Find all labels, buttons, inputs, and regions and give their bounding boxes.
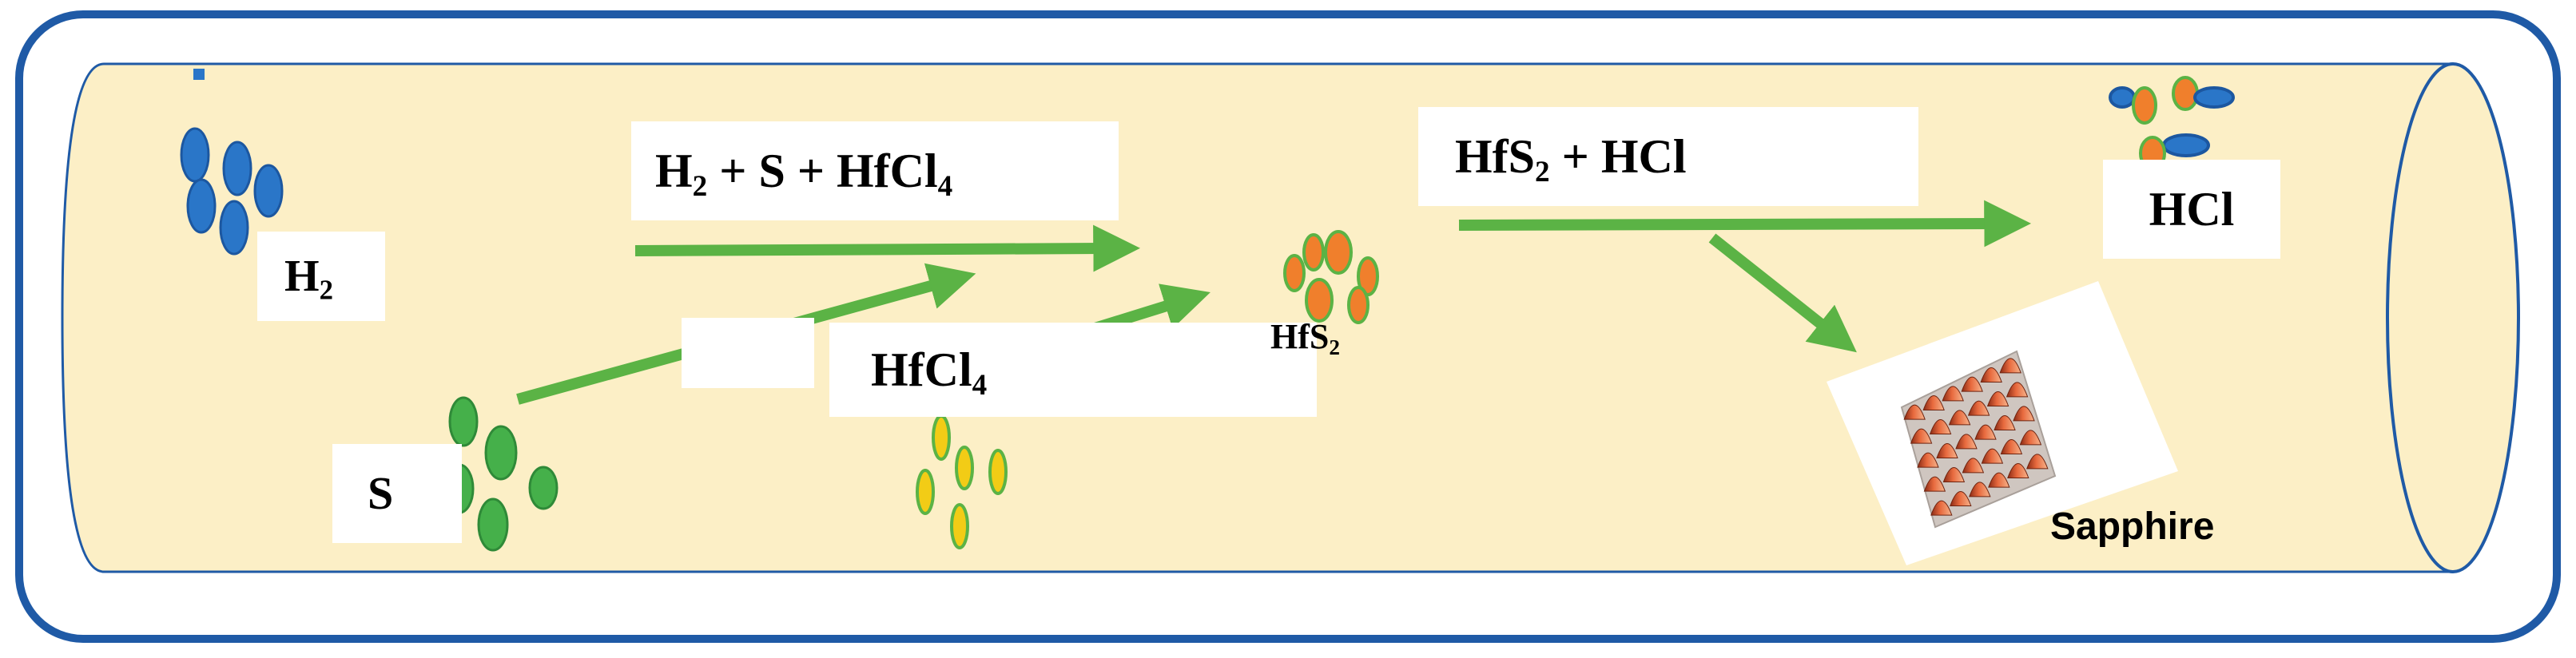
nanocone	[1923, 476, 1946, 492]
arrow-to-hcl	[1458, 200, 2032, 248]
nanocone	[1969, 482, 1991, 497]
hfs2-molecules	[1283, 230, 1379, 324]
blank-label-box	[682, 318, 814, 388]
nanocone	[2000, 439, 2023, 454]
hfs2-label: HfS2	[1270, 317, 1340, 360]
hcl-label: HCl	[2103, 160, 2280, 259]
nanocone	[1961, 376, 1983, 392]
nanocone	[1955, 434, 1978, 450]
nanocone	[1942, 386, 1964, 402]
nanocone	[1980, 367, 2002, 383]
nanocone	[1948, 410, 1971, 426]
nanocone	[1930, 500, 1953, 516]
reaction-equation-label: H2 + S + HfCl4	[631, 121, 1119, 220]
sapphire-substrate	[1827, 281, 2178, 565]
nanocone	[2013, 406, 2035, 422]
nanocone	[1974, 424, 1997, 440]
nanocone	[1999, 358, 2021, 374]
nanocone	[1950, 491, 1972, 506]
small-marker	[193, 69, 205, 80]
nanocone	[2026, 454, 2049, 470]
nanocone	[1929, 419, 1952, 434]
nanocone	[1936, 443, 1958, 458]
nanocone	[1910, 428, 1933, 444]
nanocone-array-icon	[1903, 358, 2049, 516]
nanocone	[2019, 430, 2042, 446]
nanocone	[1917, 452, 1939, 468]
hfcl4-molecules	[916, 414, 1008, 549]
nanocone	[1994, 415, 2016, 430]
product-equation-label: HfS2 + HCl	[1418, 107, 1918, 206]
hcl-molecules	[2109, 76, 2235, 171]
arrow-reactants-main	[634, 224, 1141, 272]
nanocone	[1981, 448, 2004, 464]
nanocone	[1903, 404, 1926, 420]
nanocone	[1967, 400, 1990, 416]
tube-outlet-opening	[2386, 62, 2520, 573]
h2-molecules	[180, 127, 284, 256]
nanocone	[2006, 382, 2029, 398]
nanocone	[1922, 395, 1945, 410]
arrow-to-sapphire	[1708, 233, 1857, 353]
hfcl4-label: HfCl4	[829, 323, 1317, 417]
h2-label: H2	[257, 232, 385, 321]
nanocone	[2007, 463, 2029, 478]
sapphire-label: Sapphire	[2050, 505, 2215, 548]
nanocone	[1988, 472, 2010, 488]
nanocone	[1942, 467, 1966, 482]
nanocone	[1962, 458, 1985, 474]
nanocone	[1986, 391, 2010, 406]
s-label: S	[332, 444, 462, 543]
